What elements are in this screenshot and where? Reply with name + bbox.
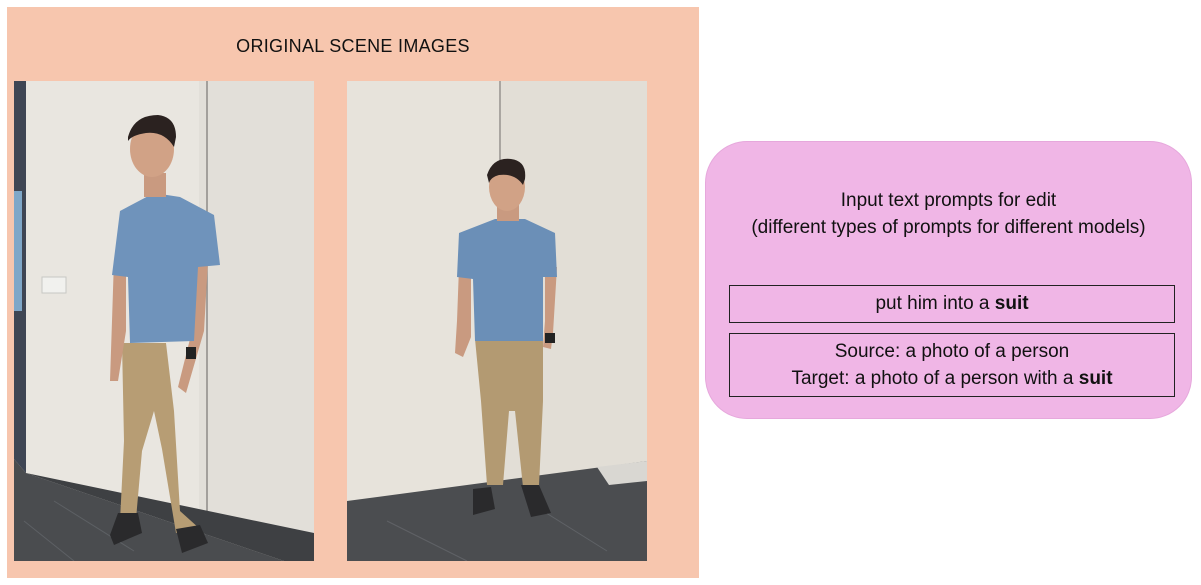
source-target-prompt-box: Source: a photo of a person Target: a ph… bbox=[729, 333, 1175, 397]
scene-photo-2 bbox=[347, 81, 647, 561]
target-prefix: Target: a photo of a person with a bbox=[791, 368, 1079, 389]
prompts-heading: Input text prompts for edit (different t… bbox=[706, 187, 1191, 241]
original-scene-panel: ORIGINAL SCENE IMAGES bbox=[7, 7, 699, 578]
scene-photo-1 bbox=[14, 81, 314, 561]
target-bold: suit bbox=[1078, 368, 1113, 389]
instruction-prompt-box: put him into a suit bbox=[729, 285, 1175, 323]
target-prompt: Target: a photo of a person with a suit bbox=[730, 365, 1174, 392]
prompt1-bold: suit bbox=[994, 293, 1029, 314]
heading-line-2: (different types of prompts for differen… bbox=[751, 217, 1146, 238]
panel-title: ORIGINAL SCENE IMAGES bbox=[236, 36, 470, 56]
prompt1-prefix: put him into a bbox=[875, 293, 995, 314]
heading-line-1: Input text prompts for edit bbox=[840, 190, 1057, 211]
source-prompt: Source: a photo of a person bbox=[834, 341, 1070, 362]
prompts-panel: Input text prompts for edit (different t… bbox=[705, 141, 1192, 419]
